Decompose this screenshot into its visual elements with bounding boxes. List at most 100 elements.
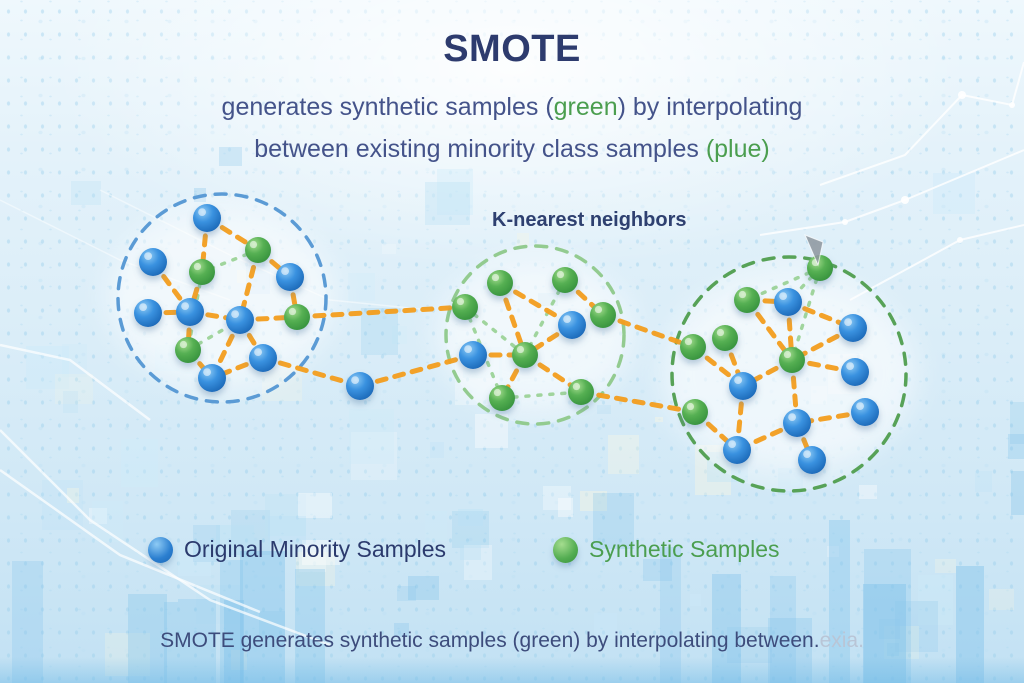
- mosaic-square: [457, 508, 484, 527]
- mosaic-square: [917, 575, 954, 626]
- mosaic-square: [1009, 401, 1024, 444]
- mosaic-square: [975, 470, 992, 493]
- blue-sample-dot: [723, 436, 751, 464]
- mosaic-bar: [224, 600, 244, 683]
- green-sample-dot: [552, 267, 578, 293]
- blue-sample-dot: [798, 446, 826, 474]
- mosaic-square: [392, 326, 407, 345]
- mosaic-square: [542, 485, 572, 511]
- mosaic-bar: [769, 575, 796, 683]
- mosaic-square: [895, 600, 939, 653]
- footer-caption: SMOTE generates synthetic samples (green…: [0, 629, 1024, 653]
- dot-highlight: [572, 382, 581, 391]
- mosaic-square: [1011, 470, 1024, 515]
- dot-highlight: [734, 376, 743, 385]
- dot-highlight: [281, 267, 290, 276]
- mosaic-square: [55, 374, 94, 405]
- mosaic-square: [350, 432, 397, 480]
- dot-highlight: [856, 402, 865, 411]
- dot-highlight: [193, 262, 202, 271]
- mosaic-square: [879, 618, 900, 640]
- orange-dashed-edge: [600, 312, 696, 350]
- orange-dashed-edge: [578, 389, 698, 415]
- mosaic-bar: [239, 551, 286, 683]
- mosaic-square: [935, 559, 956, 573]
- mosaic-bar: [164, 601, 179, 683]
- mosaic-square: [424, 510, 448, 541]
- dot-highlight: [783, 350, 792, 359]
- dot-highlight: [684, 337, 693, 346]
- mosaic-square: [516, 232, 530, 247]
- dot-highlight: [491, 273, 500, 282]
- mosaic-square: [607, 434, 640, 474]
- dot-highlight: [844, 318, 853, 327]
- mosaic-square: [264, 494, 306, 536]
- dot-highlight: [594, 305, 603, 314]
- mosaic-square: [452, 511, 489, 548]
- dot-highlight: [203, 368, 212, 377]
- mosaic-square: [643, 558, 673, 581]
- blue-sample-dot: [176, 298, 204, 326]
- dot-highlight: [249, 240, 258, 249]
- mosaic-square: [463, 544, 492, 581]
- dot-highlight: [139, 303, 148, 312]
- mosaic-square: [655, 416, 664, 423]
- green-sample-dot: [779, 347, 805, 373]
- mosaic-square: [296, 551, 336, 587]
- legend-item-original-minority: Original Minority Samples: [148, 536, 446, 563]
- dot-highlight: [351, 376, 360, 385]
- mosaic-square: [408, 575, 440, 601]
- green-sample-dot: [568, 379, 594, 405]
- green-sample-dot: [189, 259, 215, 285]
- blue-sample-dot: [276, 263, 304, 291]
- orange-dashed-edge: [357, 352, 476, 389]
- blue-sample-dot: [134, 299, 162, 327]
- dot-highlight: [288, 307, 297, 316]
- dot-highlight: [728, 440, 737, 449]
- mosaic-square: [886, 643, 900, 656]
- k-nearest-neighbors-label: K-nearest neighbors: [492, 209, 687, 231]
- mosaic-square: [298, 544, 327, 573]
- subtitle-line-2: between existing minority class samples …: [0, 135, 1024, 164]
- mosaic-square: [301, 539, 340, 565]
- mosaic-square: [580, 491, 608, 511]
- mosaic-square: [790, 480, 802, 492]
- mosaic-bar: [295, 569, 326, 683]
- mosaic-square: [597, 405, 612, 414]
- mosaic-square: [230, 510, 271, 555]
- dot-highlight: [803, 450, 812, 459]
- mosaic-bar: [178, 599, 217, 683]
- mosaic-bar: [219, 560, 244, 683]
- dot-highlight: [686, 402, 695, 411]
- mosaic-square: [120, 438, 158, 487]
- green-sample-dot: [487, 270, 513, 296]
- page-title: SMOTE: [443, 28, 581, 70]
- subtitle-line-1: generates synthetic samples (green) by i…: [0, 93, 1024, 122]
- mosaic-square: [215, 524, 254, 558]
- mosaic-square: [66, 487, 79, 504]
- mosaic-square: [424, 181, 470, 225]
- green-sample-dot: [807, 255, 833, 281]
- k-nearest-pointer-icon: [804, 234, 824, 267]
- green-dotted-edge: [523, 278, 567, 357]
- dot-highlight: [493, 388, 502, 397]
- green-sample-dot: [734, 287, 760, 313]
- green-dotted-edge: [745, 266, 822, 302]
- mosaic-square: [219, 147, 242, 166]
- mosaic-square: [177, 546, 212, 576]
- text-part: SMOTE generates synthetic samples (green…: [160, 629, 820, 652]
- legend-label-synthetic: Synthetic Samples: [589, 536, 780, 562]
- mosaic-square: [193, 524, 220, 562]
- mosaic-square: [884, 625, 920, 660]
- text-part: exia.: [819, 629, 864, 652]
- mosaic-square: [62, 391, 79, 413]
- mosaic-bar: [11, 561, 43, 683]
- dot-highlight: [556, 270, 565, 279]
- green-sample-dot: [245, 237, 271, 263]
- mosaic-bar: [956, 565, 984, 683]
- dot-highlight: [846, 362, 855, 371]
- dot-highlight: [231, 310, 240, 319]
